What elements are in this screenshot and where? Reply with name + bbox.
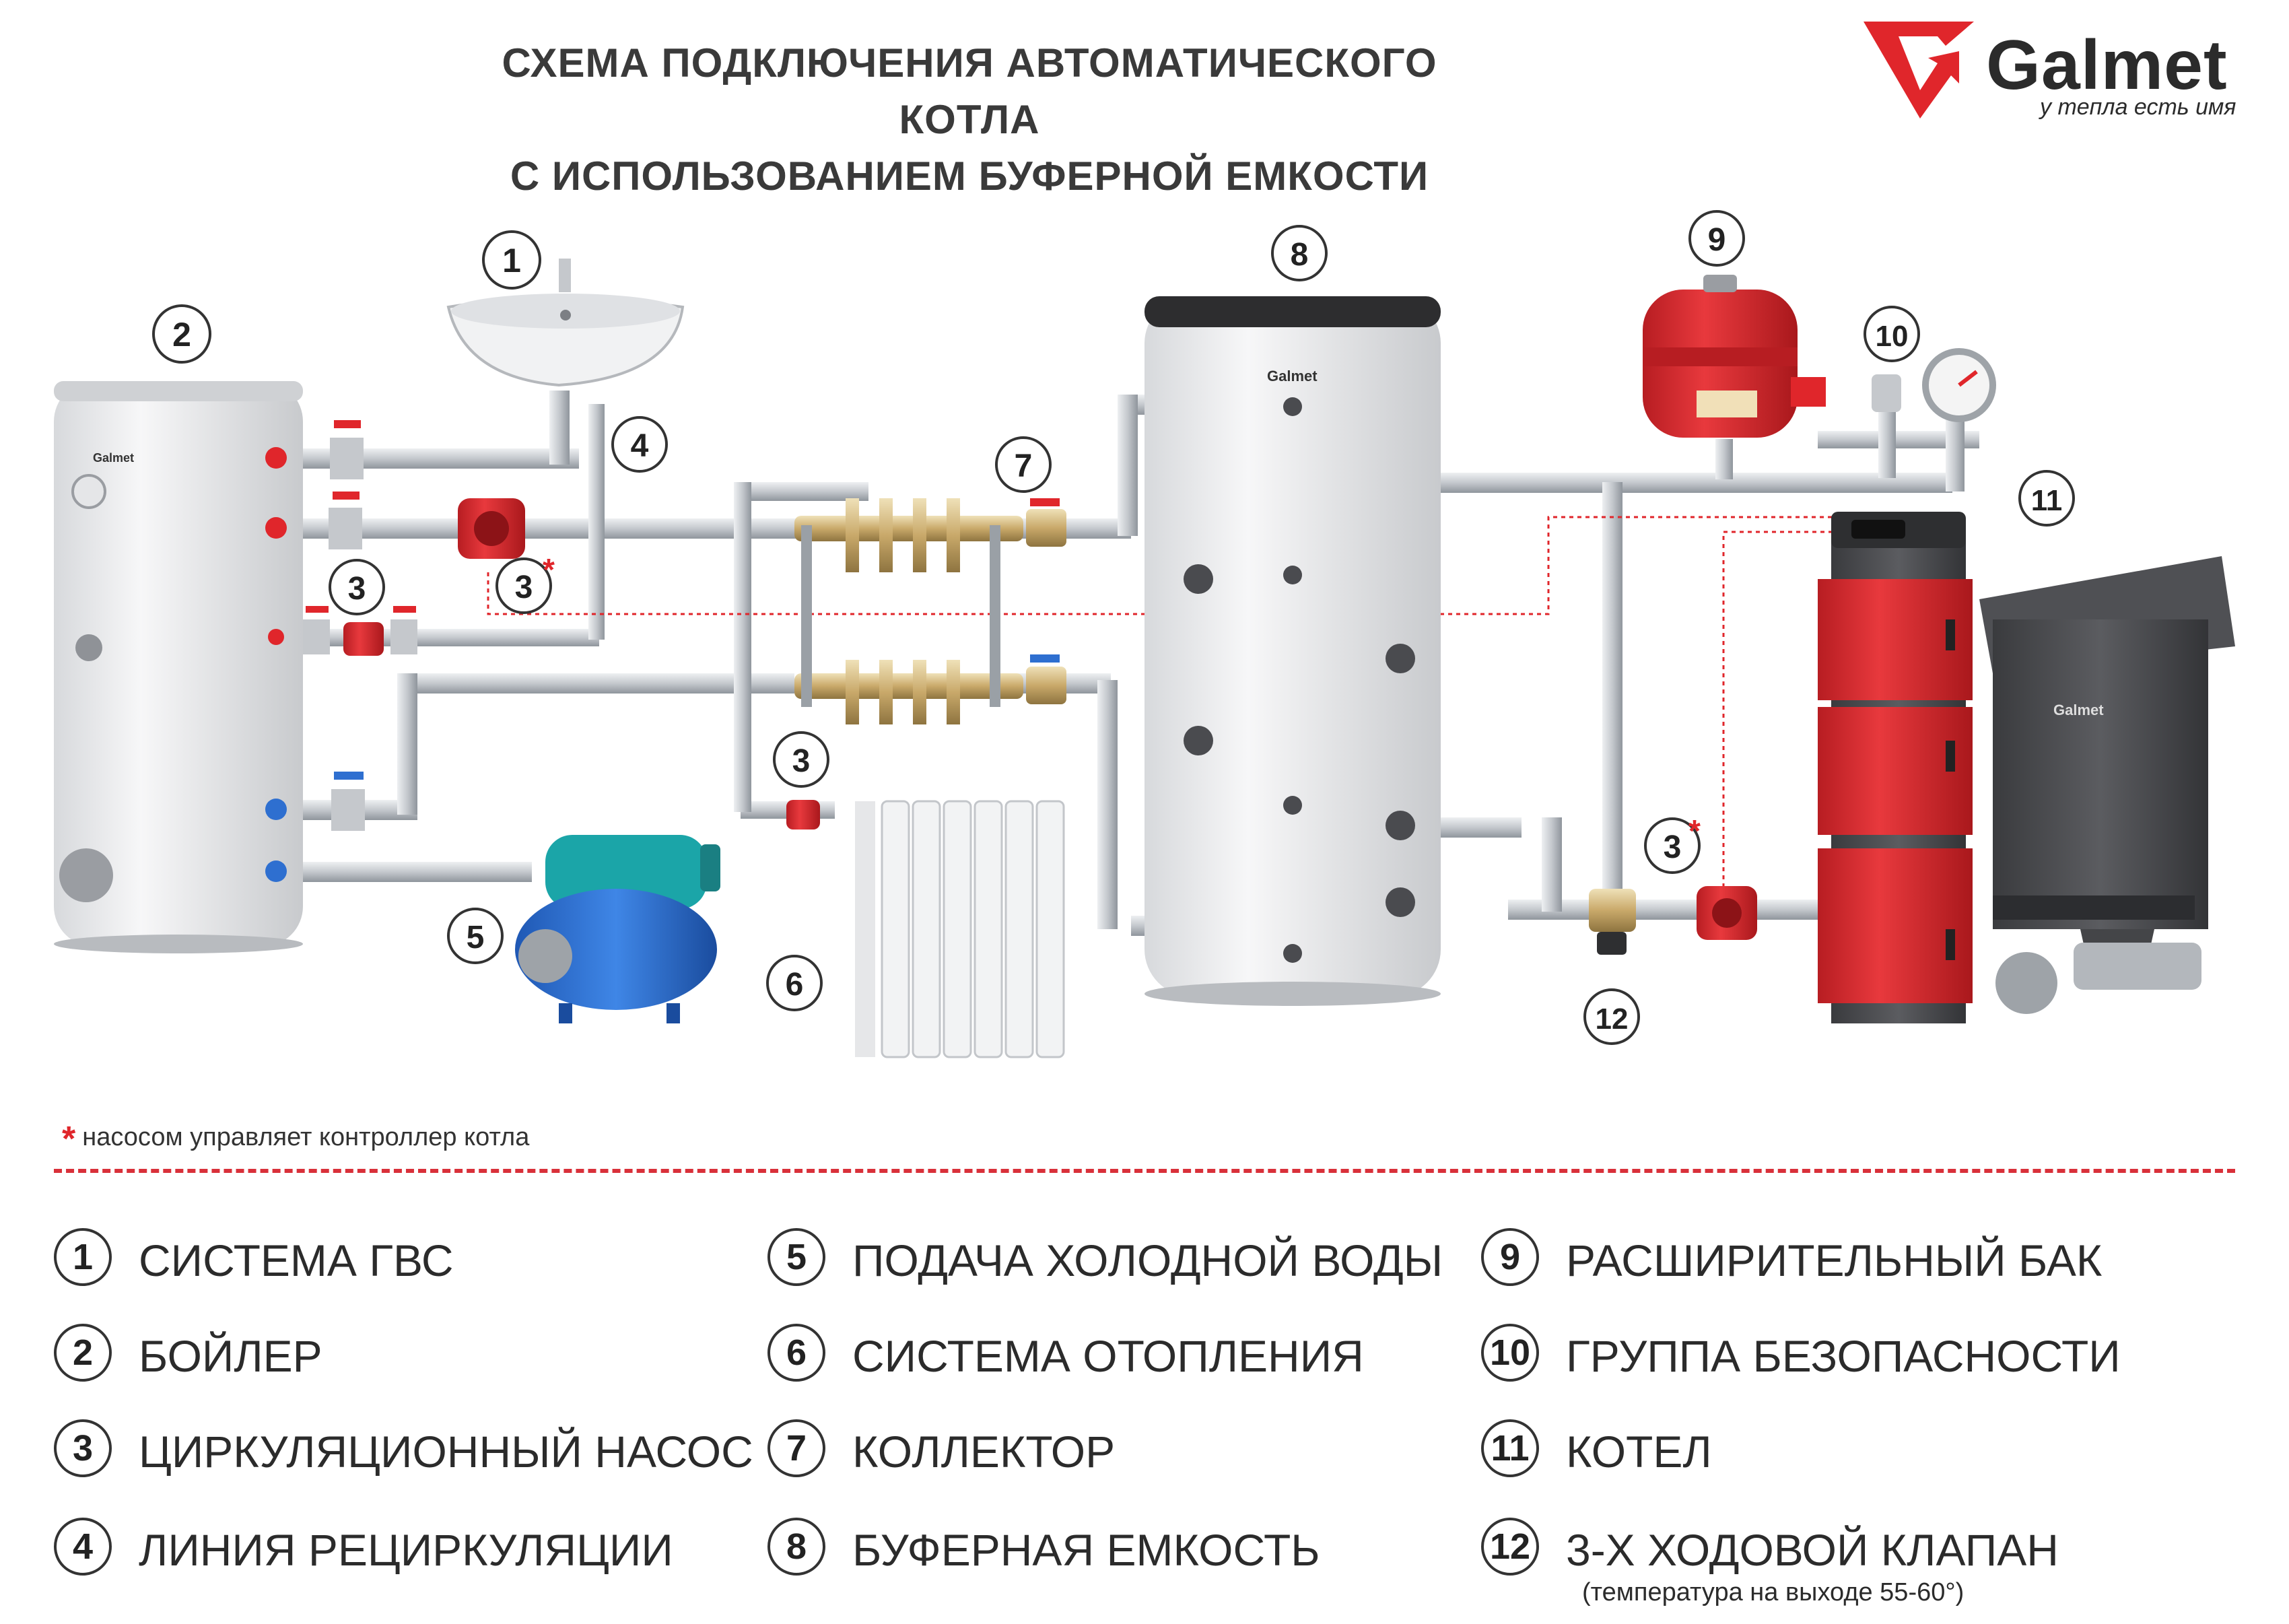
diagram-title: СХЕМА ПОДКЛЮЧЕНИЯ АВТОМАТИЧЕСКОГО КОТЛА …: [431, 35, 1508, 205]
water-pump-station: [515, 835, 720, 1023]
callout-3c: 3: [773, 731, 829, 788]
legend-number: 10: [1481, 1324, 1539, 1382]
legend-number: 11: [1481, 1419, 1539, 1477]
svg-text:10: 10: [1876, 320, 1909, 353]
legend-label: ЦИРКУЛЯЦИОННЫЙ НАСОС: [139, 1427, 753, 1477]
pump-star-d: *: [1688, 813, 1701, 848]
solid-fuel-boiler: [1818, 512, 2235, 1023]
hopper-brand-label: Galmet: [2053, 702, 2104, 718]
svg-text:1: 1: [502, 242, 521, 279]
note-text: насосом управляет контроллер котла: [82, 1123, 530, 1151]
callout-5: 5: [447, 908, 504, 964]
title-line-2: С ИСПОЛЬЗОВАНИЕМ БУФЕРНОЙ ЕМКОСТИ: [510, 154, 1429, 199]
callout-2: 2: [152, 304, 211, 364]
callout-11: 11: [2018, 470, 2075, 527]
legend-number: 4: [54, 1518, 112, 1576]
callout-1: 1: [482, 230, 541, 290]
galmet-arrow-logo-icon: [1864, 22, 1974, 119]
svg-text:11: 11: [2031, 484, 2063, 517]
callout-9: 9: [1688, 210, 1745, 267]
svg-text:2: 2: [172, 316, 191, 353]
legend-label: ПОДАЧА ХОЛОДНОЙ ВОДЫ: [852, 1236, 1443, 1285]
pipe-risers: [397, 391, 1965, 929]
boiler-brand-label: Galmet: [93, 451, 134, 465]
callout-10: 10: [1864, 306, 1920, 362]
legend-label: КОЛЛЕКТОР: [852, 1427, 1116, 1477]
legend-number: 6: [767, 1324, 825, 1382]
legend-label: ЛИНИЯ РЕЦИРКУЛЯЦИИ: [139, 1525, 673, 1575]
safety-group-icon: [1791, 348, 1996, 422]
three-way-valve-icon: [1589, 889, 1636, 955]
legend-number: 8: [767, 1518, 825, 1576]
legend-label: ГРУППА БЕЗОПАСНОСТИ: [1566, 1331, 2121, 1381]
svg-text:7: 7: [1015, 448, 1033, 484]
callout-3a: 3: [496, 557, 552, 614]
circulation-pump-icon: [343, 498, 1757, 940]
callout-7: 7: [995, 436, 1052, 493]
buffer-tank: [1144, 296, 1441, 1006]
legend-number: 12: [1481, 1518, 1539, 1576]
callout-4: 4: [611, 416, 668, 473]
svg-text:3: 3: [515, 570, 533, 605]
pump-star-a: *: [543, 552, 555, 587]
pump-control-note: *насосом управляет контроллер котла: [62, 1119, 529, 1159]
callout-markers: 1 2 3 * 3 4 5 3 6 7 8 9 10 11 3 * 12: [152, 210, 2075, 1045]
svg-text:3: 3: [348, 571, 366, 607]
buffer-brand-label: Galmet: [1267, 368, 1318, 384]
legend-number: 7: [767, 1419, 825, 1477]
note-star: *: [62, 1120, 76, 1159]
expansion-tank-icon: [1643, 275, 1798, 438]
legend-label: СИСТЕМА ОТОПЛЕНИЯ: [852, 1331, 1364, 1381]
svg-text:6: 6: [786, 967, 804, 1003]
callout-6: 6: [766, 955, 823, 1011]
svg-text:4: 4: [631, 428, 649, 464]
legend-label: РАСШИРИТЕЛЬНЫЙ БАК: [1566, 1236, 2103, 1285]
svg-text:3: 3: [1664, 830, 1682, 865]
svg-text:5: 5: [467, 920, 485, 955]
callout-3b: 3: [329, 559, 385, 615]
svg-text:3: 3: [792, 743, 811, 779]
svg-text:8: 8: [1291, 237, 1309, 273]
logo-tagline: у тепла есть имя: [2040, 94, 2236, 120]
legend-label: СИСТЕМА ГВС: [139, 1236, 454, 1285]
heating-scheme-diagram: Galmet: [54, 210, 2235, 1058]
boiler-valves: [303, 420, 417, 831]
title-line-1: СХЕМА ПОДКЛЮЧЕНИЯ АВТОМАТИЧЕСКОГО КОТЛА: [502, 40, 1437, 142]
legend-label: 3-Х ХОДОВОЙ КЛАПАН: [1566, 1525, 2059, 1575]
legend-number: 2: [54, 1324, 112, 1382]
hot-water-boiler: [54, 381, 303, 953]
legend-label: БОЙЛЕР: [139, 1331, 322, 1381]
callout-12: 12: [1583, 988, 1640, 1045]
legend-number: 5: [767, 1228, 825, 1286]
collector-manifold: [794, 498, 1066, 724]
legend-number: 1: [54, 1228, 112, 1286]
svg-text:9: 9: [1708, 222, 1726, 258]
sink-icon: [446, 259, 685, 387]
callout-8: 8: [1271, 225, 1328, 281]
svg-text:12: 12: [1596, 1003, 1629, 1036]
controller-wires: [487, 516, 1858, 895]
legend-sublabel: (температура на выходе 55-60°): [1582, 1578, 1965, 1606]
legend-label: КОТЕЛ: [1566, 1427, 1712, 1477]
logo-brand: Galmet: [1986, 26, 2228, 104]
legend-number: 9: [1481, 1228, 1539, 1286]
dashed-divider: [54, 1169, 2235, 1173]
callout-3d: 3: [1644, 817, 1701, 874]
legend-label: БУФЕРНАЯ ЕМКОСТЬ: [852, 1525, 1320, 1575]
legend-number: 3: [54, 1419, 112, 1477]
radiator-icon: [855, 800, 1065, 1058]
